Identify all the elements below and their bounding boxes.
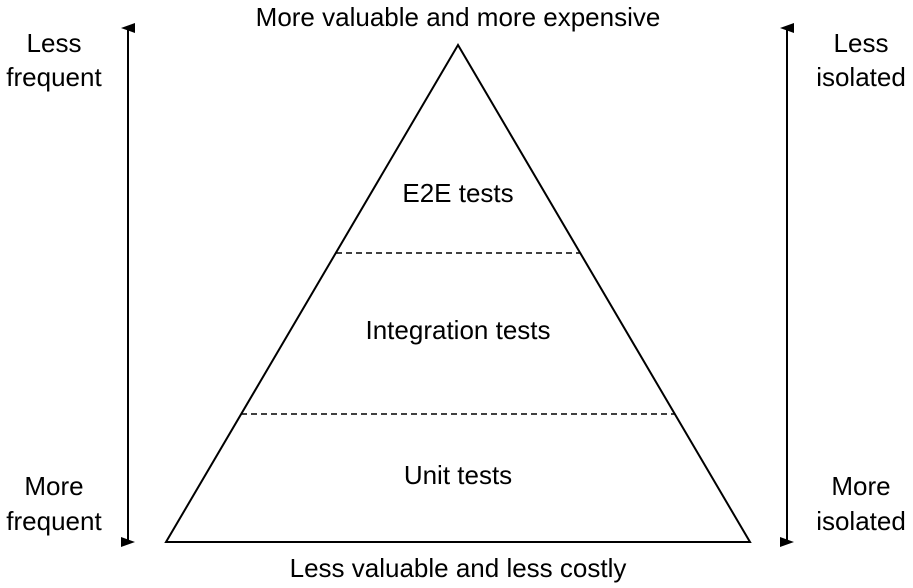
top-caption: More valuable and more expensive <box>256 2 661 32</box>
left-top-label-line1: Less <box>27 28 82 58</box>
right-top-label-line2: isolated <box>816 62 906 92</box>
left-top-label-line2: frequent <box>6 62 102 92</box>
layer-label-integration: Integration tests <box>366 315 551 345</box>
left-bottom-label-line2: frequent <box>6 506 102 536</box>
right-bottom-label-line1: More <box>831 471 890 501</box>
bottom-caption: Less valuable and less costly <box>290 553 627 583</box>
layer-label-unit: Unit tests <box>404 460 512 490</box>
left-bottom-label-line1: More <box>24 471 83 501</box>
pyramid-outline <box>164 43 752 543</box>
right-top-label-line1: Less <box>834 28 889 58</box>
layer-label-e2e: E2E tests <box>402 178 513 208</box>
right-bottom-label-line2: isolated <box>816 506 906 536</box>
